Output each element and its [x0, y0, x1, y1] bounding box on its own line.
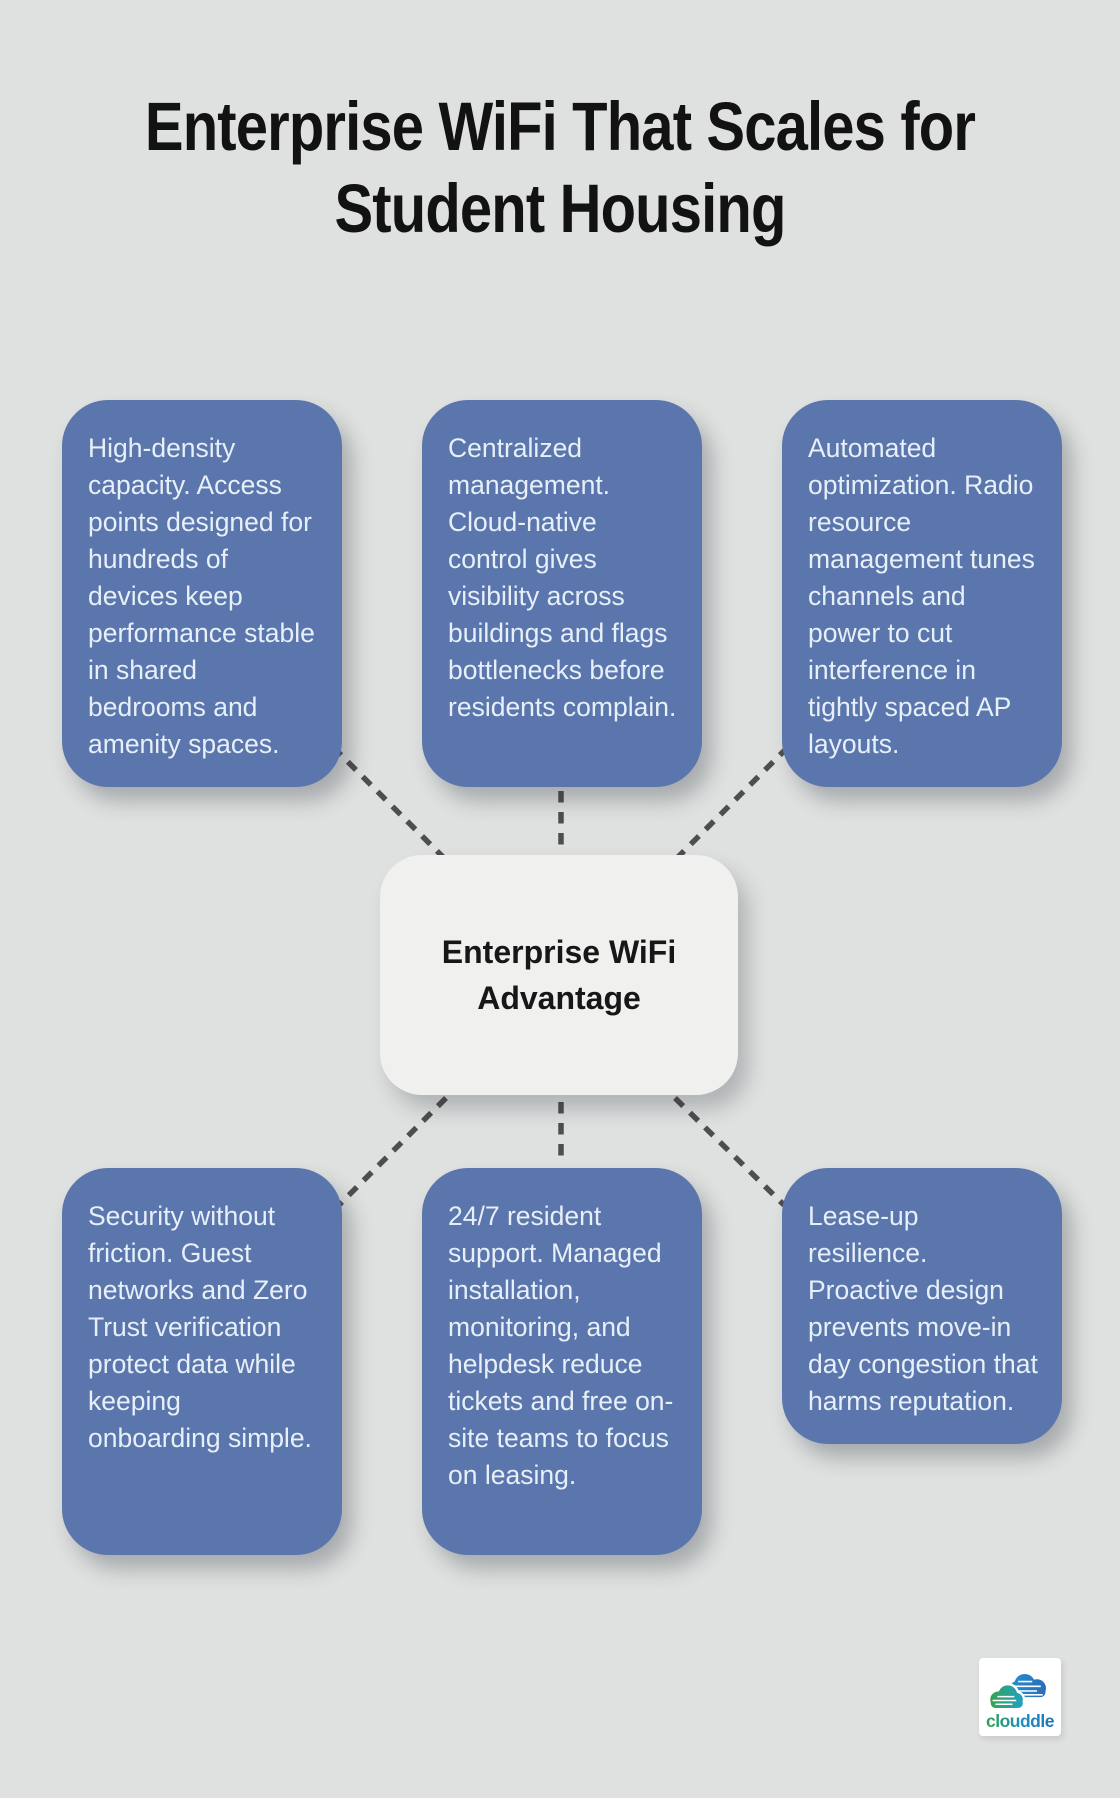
feature-box-automated-optimization: Automated optimization. Radio resource m…: [782, 400, 1062, 787]
page-title-line-1: Enterprise WiFi That Scales for: [144, 88, 976, 165]
clouddle-logo: clouddle: [979, 1658, 1061, 1736]
feature-text: Automated optimization. Radio resource m…: [808, 433, 1035, 759]
svg-text:clouddle: clouddle: [986, 1712, 1055, 1731]
feature-text: 24/7 resident support. Managed installat…: [448, 1201, 674, 1490]
feature-box-high-density-capacity: High-density capacity. Access points des…: [62, 400, 342, 787]
page-title: Enterprise WiFi That Scales for Student …: [0, 86, 1120, 250]
feature-text: Lease-up resilience. Proactive design pr…: [808, 1201, 1038, 1416]
page-title-line-2: Student Housing: [334, 170, 786, 247]
center-node: Enterprise WiFi Advantage: [380, 855, 738, 1095]
feature-box-security-without-friction: Security without friction. Guest network…: [62, 1168, 342, 1555]
cloud-logo-icon: [987, 1674, 1046, 1711]
center-node-label: Enterprise WiFi Advantage: [441, 934, 677, 1016]
feature-text: Centralized management. Cloud-native con…: [448, 433, 677, 722]
connector-bottom-left: [335, 1096, 448, 1209]
feature-text: Security without friction. Guest network…: [88, 1201, 312, 1453]
feature-box-resident-support: 24/7 resident support. Managed installat…: [422, 1168, 702, 1555]
connector-bottom-right: [673, 1096, 786, 1207]
clouddle-wordmark: clouddle: [986, 1712, 1055, 1731]
feature-box-lease-up-resilience: Lease-up resilience. Proactive design pr…: [782, 1168, 1062, 1444]
feature-box-centralized-management: Centralized management. Cloud-native con…: [422, 400, 702, 787]
connector-top-right: [673, 745, 790, 862]
feature-text: High-density capacity. Access points des…: [88, 433, 315, 759]
connector-top-left: [331, 745, 448, 862]
